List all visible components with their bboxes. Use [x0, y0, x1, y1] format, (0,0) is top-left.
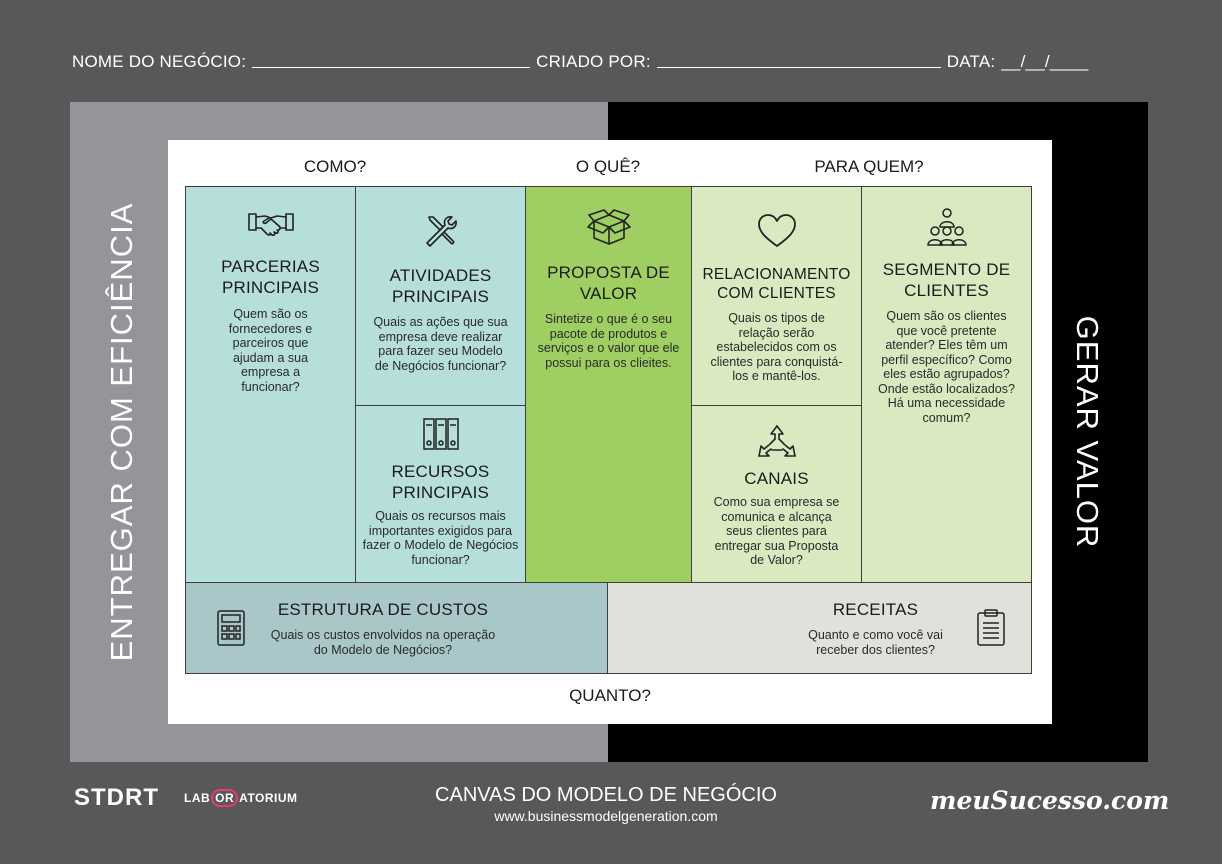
key-activities-title: ATIVIDADES PRINCIPAIS [389, 266, 492, 306]
date-label: DATA: [946, 52, 996, 71]
block-key-resources[interactable]: RECURSOS PRINCIPAIS Quais os recursos ma… [355, 405, 526, 583]
question-what: O QUÊ? [575, 157, 641, 176]
block-cost-structure[interactable]: ESTRUTURA DE CUSTOS Quais os custos envo… [185, 582, 608, 674]
value-proposition-title: PROPOSTA DE VALOR [547, 263, 670, 303]
channels-icon [757, 425, 796, 457]
calculator-icon [217, 610, 245, 646]
question-who: PARA QUEM? [814, 157, 924, 176]
start-logo-text: STDRT [74, 784, 159, 811]
block-channels[interactable]: CANAIS Como sua empresa se comunica e al… [691, 405, 862, 583]
revenue-streams-title: RECEITAS [832, 600, 919, 619]
business-name-label: NOME DO NEGÓCIO: [72, 52, 247, 71]
key-partners-desc: Quem são os fornecedores e parceiros que… [228, 307, 313, 394]
key-resources-title: RECURSOS PRINCIPAIS [391, 462, 490, 502]
customer-segments-title: SEGMENTO DE CLIENTES [882, 260, 1011, 300]
channels-desc: Como sua empresa se comunica e alcança s… [713, 495, 840, 567]
block-key-partners[interactable]: PARCERIAS PRINCIPAIS Quem são os fornece… [185, 186, 356, 583]
block-value-proposition[interactable]: PROPOSTA DE VALOR Sintetize o que é o se… [525, 186, 692, 583]
side-label-efficiency: ENTREGAR COM EFICIÊNCIA [104, 202, 139, 662]
customer-relationships-title: RELACIONAMENTO COM CLIENTES [702, 266, 851, 302]
clipboard-icon [977, 609, 1005, 646]
date-field[interactable]: __/__/____ [1001, 52, 1089, 71]
footer-title: CANVAS DO MODELO DE NEGÓCIO [435, 784, 777, 806]
start-logo: STDRT [74, 784, 159, 812]
people-icon [926, 208, 967, 246]
created-by-field[interactable] [656, 52, 941, 68]
key-partners-title: PARCERIAS PRINCIPAIS [221, 257, 320, 297]
customer-relationships-desc: Quais os tipos de relação serão estabele… [710, 311, 843, 383]
question-how: COMO? [303, 157, 367, 176]
header: NOME DO NEGÓCIO: CRIADO POR: DATA: __/__… [72, 52, 1152, 72]
meusucesso-logo: meuSucesso.com [930, 786, 1170, 815]
block-customer-segments[interactable]: SEGMENTO DE CLIENTES Quem são os cliente… [861, 186, 1032, 583]
value-proposition-desc: Sintetize o que é o seu pacote de produt… [537, 312, 680, 370]
key-resources-desc: Quais os recursos mais importantes exigi… [362, 509, 519, 567]
tools-icon [425, 216, 457, 247]
created-by-label: CRIADO POR: [536, 52, 651, 71]
side-label-value: GERAR VALOR [1070, 315, 1105, 549]
laboratorium-logo-or: OR [211, 789, 239, 807]
block-customer-relationships[interactable]: RELACIONAMENTO COM CLIENTES Quais os tip… [691, 186, 862, 406]
customer-segments-desc: Quem são os clientes que você pretente a… [878, 309, 1015, 425]
laboratorium-logo-part-a: LAB [184, 791, 211, 805]
handshake-icon [247, 213, 294, 237]
footer-url[interactable]: www.businessmodelgeneration.com [494, 808, 718, 824]
key-activities-desc: Quais as ações que sua empresa deve real… [373, 315, 508, 373]
revenue-streams-desc: Quanto e como você vai receber dos clien… [808, 628, 943, 657]
business-name-field[interactable] [252, 52, 531, 68]
block-revenue-streams[interactable]: RECEITAS Quanto e como você vai receber … [607, 582, 1032, 674]
question-how-much: QUANTO? [569, 686, 651, 705]
canvas-card: COMO? O QUÊ? PARA QUEM? QUANTO? PARCERIA… [168, 140, 1052, 724]
laboratorium-logo-part-b: ATORIUM [239, 791, 298, 805]
channels-title: CANAIS [744, 469, 809, 488]
box-icon [586, 209, 631, 245]
cost-structure-desc: Quais os custos envolvidos na operação d… [270, 628, 496, 657]
heart-icon [757, 214, 796, 247]
block-key-activities[interactable]: ATIVIDADES PRINCIPAIS Quais as ações que… [355, 186, 526, 406]
cost-structure-title: ESTRUTURA DE CUSTOS [277, 600, 489, 619]
binders-icon [422, 418, 459, 450]
